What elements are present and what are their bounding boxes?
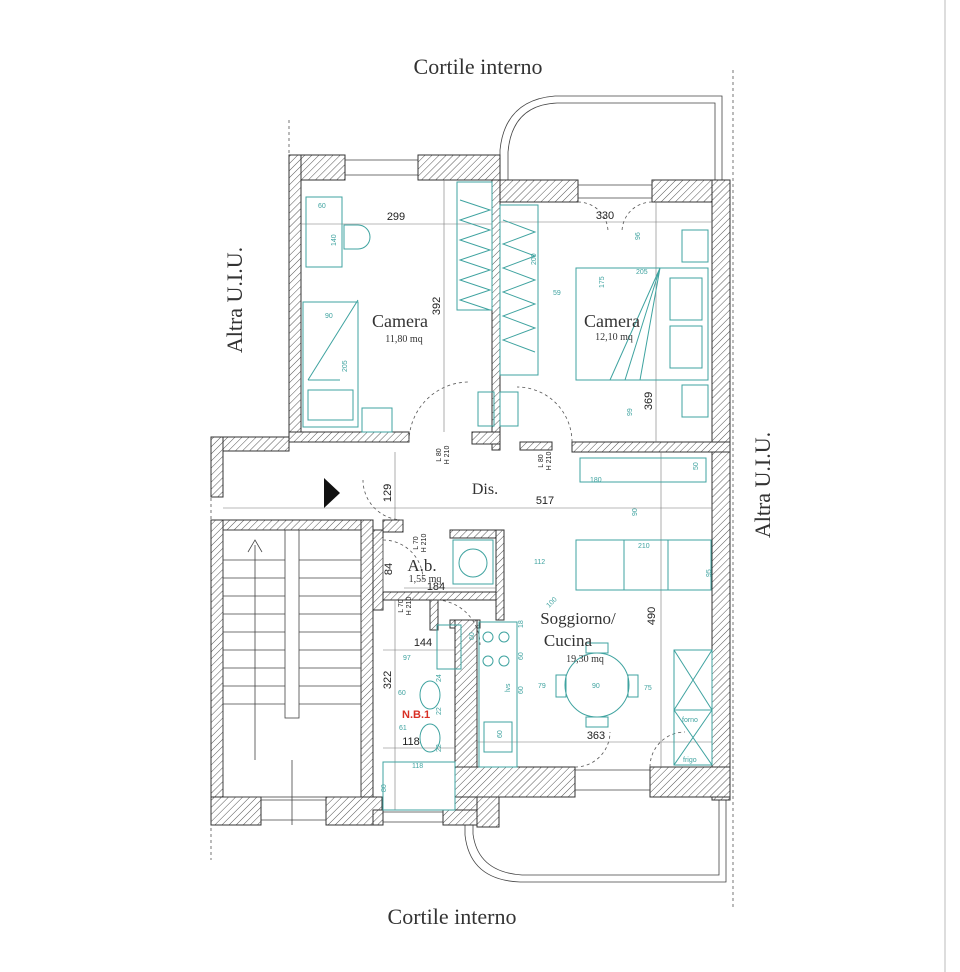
svg-text:112: 112: [534, 559, 545, 566]
svg-text:175: 175: [599, 276, 606, 288]
svg-text:90: 90: [632, 508, 639, 516]
svg-text:60: 60: [497, 730, 504, 738]
svg-text:490: 490: [646, 607, 658, 625]
svg-text:99: 99: [627, 408, 634, 416]
svg-text:95: 95: [706, 569, 713, 577]
windows: [261, 159, 652, 823]
svg-text:L 70: L 70: [413, 536, 420, 549]
svg-text:22: 22: [436, 744, 443, 752]
svg-text:80: 80: [381, 784, 388, 792]
dimension-labels: 299 392 330 369 129 517 84 184 144 322 1…: [382, 210, 658, 748]
room-area-camera-2: 12,10 mq: [595, 332, 633, 343]
room-name-ab: A.b.: [407, 556, 436, 575]
svg-text:H 210: H 210: [421, 534, 428, 553]
courtyard-label-top: Cortile interno: [414, 54, 543, 79]
svg-text:144: 144: [414, 637, 432, 649]
svg-text:H 210: H 210: [546, 452, 553, 471]
svg-text:75: 75: [644, 685, 652, 692]
svg-text:180: 180: [590, 477, 602, 484]
svg-text:322: 322: [382, 671, 394, 689]
dimension-lines: [223, 180, 712, 810]
appliance-label-lvs: lvs: [505, 683, 512, 692]
door-labels: L 80 H 210 L 80 H 210 L 70 H 210 L 70 H …: [398, 446, 553, 616]
svg-text:79: 79: [538, 683, 546, 690]
svg-text:22: 22: [436, 707, 443, 715]
svg-text:L 80: L 80: [436, 448, 443, 461]
svg-text:210: 210: [638, 543, 650, 550]
entrance-arrow-icon: [324, 478, 340, 508]
svg-text:184: 184: [427, 581, 445, 593]
svg-text:L 80: L 80: [538, 454, 545, 467]
room-name-soggiorno-1: Soggiorno/: [540, 609, 616, 628]
svg-text:61: 61: [399, 725, 407, 732]
note-nb1: N.B.1: [402, 709, 430, 721]
svg-text:369: 369: [643, 392, 655, 410]
room-area-camera-1: 11,80 mq: [385, 334, 422, 345]
svg-text:84: 84: [383, 563, 395, 575]
other-unit-label-right: Altra U.I.U.: [750, 432, 775, 538]
room-area-ab: 1,55 mq: [409, 574, 442, 585]
svg-text:60: 60: [518, 652, 525, 660]
svg-text:205: 205: [636, 269, 648, 276]
appliance-label-forno: forno: [682, 717, 698, 724]
svg-text:118: 118: [412, 763, 423, 770]
svg-text:96: 96: [635, 232, 642, 240]
other-unit-label-left: Altra U.I.U.: [222, 247, 247, 353]
furniture: [302, 181, 713, 811]
svg-text:118: 118: [402, 736, 420, 748]
room-area-soggiorno: 19,30 mq: [566, 654, 604, 665]
svg-text:60: 60: [318, 203, 326, 210]
svg-text:129: 129: [382, 484, 394, 502]
svg-text:18: 18: [518, 620, 525, 628]
svg-text:60: 60: [518, 686, 525, 694]
appliance-label-frigo: frigo: [683, 757, 697, 764]
svg-text:97: 97: [403, 655, 411, 662]
staircase: [222, 529, 362, 825]
svg-text:363: 363: [587, 730, 605, 742]
svg-text:H 210: H 210: [406, 597, 413, 616]
balcony-bottom: [472, 792, 720, 876]
balcony-top: [507, 102, 716, 182]
svg-text:60: 60: [398, 690, 406, 697]
room-name-camera-2: Camera: [584, 311, 640, 331]
svg-text:L 70: L 70: [398, 599, 405, 612]
balcony-bottom: [464, 792, 727, 883]
furniture-dimension-labels: 60 140 90 205 96 175 205 59 200 99 180 5…: [318, 203, 713, 792]
svg-text:517: 517: [536, 495, 554, 507]
svg-text:392: 392: [431, 297, 443, 315]
door-swings: [362, 201, 686, 768]
svg-text:205: 205: [342, 360, 349, 372]
room-name-soggiorno-2: Cucina: [544, 631, 593, 650]
svg-text:299: 299: [387, 211, 405, 223]
balcony-top: [499, 95, 723, 182]
svg-text:200: 200: [531, 253, 538, 265]
svg-text:24: 24: [436, 674, 443, 682]
svg-text:50: 50: [693, 462, 700, 470]
svg-text:140: 140: [331, 234, 338, 246]
svg-text:H 210: H 210: [444, 446, 451, 465]
svg-text:59: 59: [553, 290, 561, 297]
svg-text:90: 90: [325, 313, 333, 320]
svg-text:100: 100: [545, 596, 558, 609]
courtyard-label-bottom: Cortile interno: [388, 904, 517, 929]
room-name-dis: Dis.: [472, 481, 498, 498]
svg-text:90: 90: [592, 683, 600, 690]
room-name-camera-1: Camera: [372, 311, 428, 331]
svg-text:60: 60: [469, 632, 476, 640]
svg-text:330: 330: [596, 210, 614, 222]
walls: [210, 154, 731, 828]
